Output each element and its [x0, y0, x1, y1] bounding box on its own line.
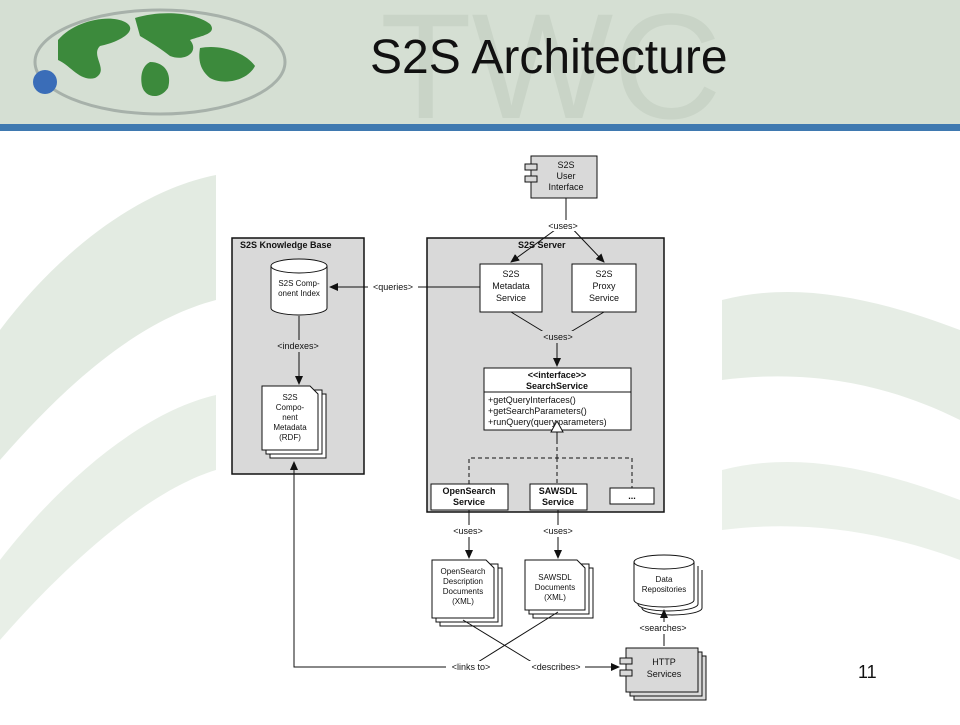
http-services-line-2: Services — [647, 669, 682, 679]
kb-title: S2S Knowledge Base — [240, 240, 332, 250]
label-uses-top: <uses> — [548, 221, 578, 231]
label-describes: <describes> — [531, 662, 580, 672]
sawsdl-service-line-1: SAWSDL — [539, 486, 578, 496]
more-services-box: ... — [609, 487, 655, 505]
opensearch-service-line-2: Service — [453, 497, 485, 507]
metadata-doc-line-2: Compo- — [276, 403, 305, 412]
search-method-2: +getSearchParameters() — [488, 406, 587, 416]
label-searches: <searches> — [639, 623, 686, 633]
server-package: S2S Server S2S Metadata Service S2S Prox… — [426, 237, 665, 513]
architecture-diagram: S2S User Interface S2S Knowledge Base S2… — [231, 155, 707, 701]
search-method-3: +runQuery(query,parameters) — [488, 417, 607, 427]
opensearch-doc-line-4: (XML) — [452, 597, 474, 606]
metadata-service-line-1: S2S — [502, 269, 519, 279]
slide-title: S2S Architecture — [370, 31, 728, 84]
metadata-doc-line-1: S2S — [282, 393, 297, 402]
more-services-label: ... — [628, 491, 636, 501]
search-service-name: SearchService — [526, 381, 588, 391]
watermark-text: TWC — [380, 0, 722, 126]
label-links-to: <links to> — [452, 662, 491, 672]
label-uses-sawsdl: <uses> — [543, 526, 573, 536]
data-repositories-line-1: Data — [656, 575, 673, 584]
sawsdl-service-box: SAWSDL Service — [529, 483, 588, 511]
opensearch-doc-line-3: Documents — [443, 587, 483, 596]
opensearch-doc-line-1: OpenSearch — [441, 567, 486, 576]
globe-logo-icon — [33, 8, 287, 116]
label-indexes: <indexes> — [277, 341, 319, 351]
label-uses-mid: <uses> — [543, 332, 573, 342]
proxy-service-line-3: Service — [589, 293, 619, 303]
realization-lines — [468, 419, 633, 488]
ui-line-1: S2S — [557, 160, 574, 170]
component-metadata-docs: S2S Compo- nent Metadata (RDF) — [261, 385, 327, 459]
http-services-line-1: HTTP — [652, 657, 676, 667]
data-repositories-db: Data Repositories — [633, 554, 703, 616]
component-index-line-2: onent Index — [278, 289, 320, 298]
header-art: TWC — [33, 0, 722, 126]
server-title: S2S Server — [518, 240, 566, 250]
search-method-1: +getQueryInterfaces() — [488, 395, 576, 405]
opensearch-service-box: OpenSearch Service — [430, 483, 509, 511]
sawsdl-doc-line-1: SAWSDL — [538, 573, 572, 582]
knowledge-base-package: S2S Knowledge Base S2S Comp- onent Index… — [231, 237, 365, 475]
label-queries: <queries> — [373, 282, 413, 292]
slide-header: TWC S2S Architecture — [0, 0, 960, 126]
metadata-service-line-3: Service — [496, 293, 526, 303]
background-globe-swoosh — [0, 175, 960, 640]
opensearch-doc-line-2: Description — [443, 577, 483, 586]
label-uses-opensearch: <uses> — [453, 526, 483, 536]
sawsdl-service-line-2: Service — [542, 497, 574, 507]
metadata-service-box: S2S Metadata Service — [479, 263, 543, 313]
sawsdl-doc-line-3: (XML) — [544, 593, 566, 602]
metadata-service-line-2: Metadata — [492, 281, 530, 291]
data-repositories-line-2: Repositories — [642, 585, 686, 594]
sawsdl-doc-line-2: Documents — [535, 583, 575, 592]
metadata-doc-line-5: (RDF) — [279, 433, 301, 442]
header-divider-bar — [0, 124, 960, 131]
proxy-service-line-2: Proxy — [592, 281, 616, 291]
metadata-doc-line-3: nent — [282, 413, 298, 422]
proxy-service-box: S2S Proxy Service — [571, 263, 637, 313]
diagram-panel: S2S User Interface S2S Knowledge Base S2… — [216, 142, 722, 720]
page-number: 11 — [858, 662, 877, 682]
links-and-describes: <links to> <describes> — [290, 461, 620, 673]
sawsdl-docs: SAWSDL Documents (XML) — [524, 559, 594, 619]
component-index-db: S2S Comp- onent Index — [270, 258, 328, 316]
opensearch-service-line-1: OpenSearch — [442, 486, 495, 496]
metadata-doc-line-4: Metadata — [273, 423, 307, 432]
proxy-service-line-1: S2S — [595, 269, 612, 279]
component-index-line-1: S2S Comp- — [278, 279, 320, 288]
search-service-stereotype: <<interface>> — [528, 370, 587, 380]
ui-line-2: User — [556, 171, 575, 181]
search-service-interface: <<interface>> SearchService +getQueryInt… — [483, 367, 632, 431]
opensearch-docs: OpenSearch Description Documents (XML) — [431, 559, 503, 627]
user-interface-component: S2S User Interface — [524, 155, 598, 199]
ui-line-3: Interface — [548, 182, 583, 192]
http-services-component: HTTP Services — [619, 647, 707, 701]
